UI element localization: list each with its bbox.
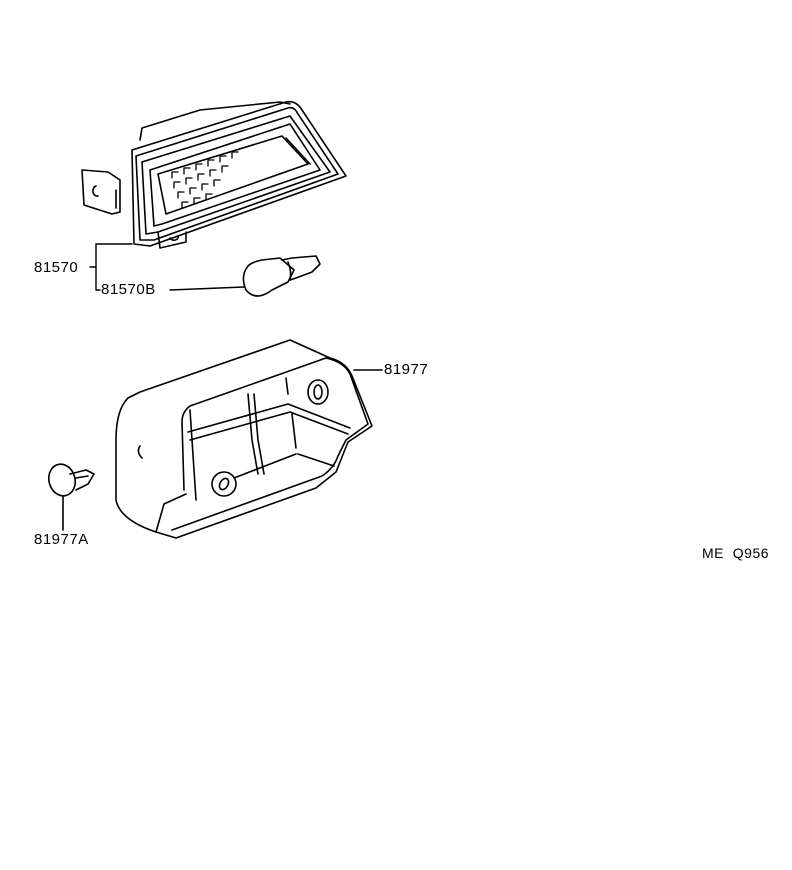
lamp-cover-drawing: [115, 339, 383, 539]
leader-lines-81570: [89, 243, 245, 291]
lamp-assembly-drawing: [81, 100, 347, 297]
part-label-81570: 81570: [34, 259, 79, 276]
clip-drawing: [47, 463, 95, 531]
part-label-81977a: 81977A: [34, 531, 89, 548]
reference-code: ME Q956: [702, 545, 770, 561]
part-label-81570b: 81570B: [101, 281, 156, 298]
part-label-81977: 81977: [384, 361, 429, 378]
